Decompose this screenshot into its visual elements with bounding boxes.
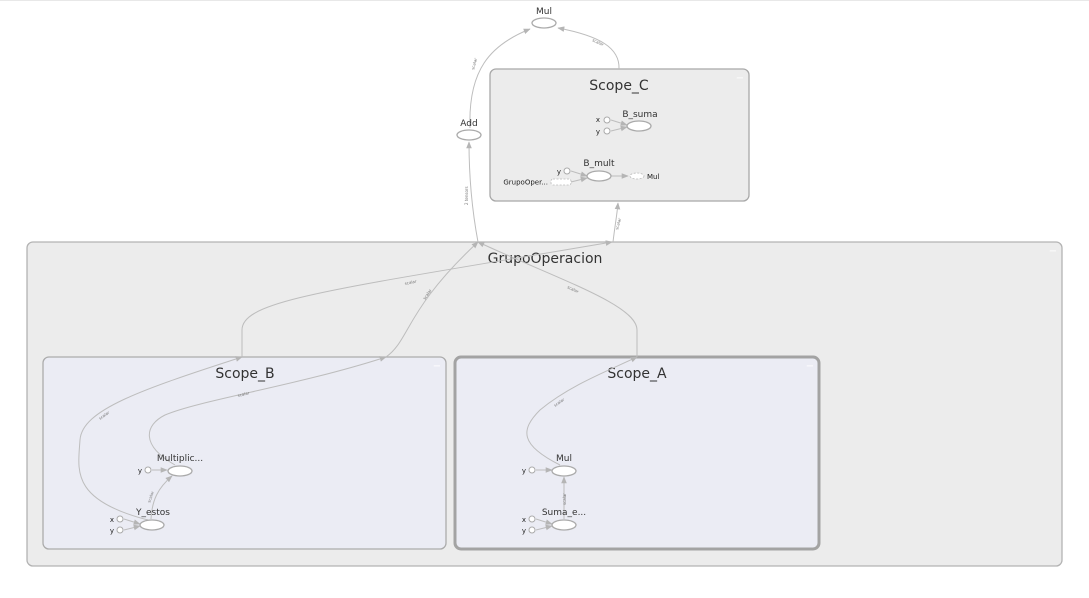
- node-mul-a[interactable]: Mul y: [522, 454, 577, 477]
- port-label: y: [557, 168, 561, 176]
- node-multiplic[interactable]: Multiplic... y: [138, 454, 203, 477]
- edge-label: scalar: [614, 217, 622, 230]
- input-port-y[interactable]: [116, 526, 124, 534]
- edge-label: scalar: [237, 390, 250, 398]
- edge-label: scalar: [470, 57, 478, 70]
- node-label: B_mult: [583, 159, 615, 169]
- external-output-label: Mul: [647, 173, 659, 181]
- node-label: Mul: [536, 7, 552, 17]
- edge-label: scalar: [562, 493, 567, 505]
- port-label: x: [110, 516, 114, 524]
- node-y-estos[interactable]: Y_estos x y: [110, 508, 170, 535]
- edge-label: scalar: [567, 284, 580, 294]
- node-label: B_suma: [622, 110, 657, 120]
- input-port-x[interactable]: [528, 515, 536, 523]
- edge-yestos-up: [78, 356, 243, 521]
- collapse-icon[interactable]: −: [433, 361, 441, 372]
- node-label: Suma_e...: [542, 508, 586, 518]
- edge-add-to-mul: [469, 28, 531, 129]
- edge-label: scalar: [98, 410, 111, 421]
- edge-scopeb-to-grupo-1: [241, 240, 613, 357]
- collapse-icon[interactable]: −: [736, 73, 744, 84]
- edge-yestos-to-multiplic: [150, 475, 173, 520]
- port-label: y: [522, 467, 526, 475]
- node-label: Mul: [556, 454, 572, 464]
- input-port-y[interactable]: [563, 167, 571, 175]
- scope-title: Scope_C: [589, 78, 649, 94]
- edges: scalar scalar 2 tensors scalar scalar sc…: [78, 26, 638, 531]
- edge-label: scalar: [404, 279, 417, 286]
- port-label: y: [596, 128, 600, 136]
- node-b-suma[interactable]: B_suma x y: [596, 110, 658, 136]
- collapse-icon[interactable]: −: [1049, 246, 1057, 257]
- port-label: x: [522, 516, 526, 524]
- node-b-mult[interactable]: B_mult y GrupoOper... Mul: [503, 159, 659, 187]
- node-mul-top[interactable]: Mul: [531, 7, 557, 29]
- edge-label: 2 tensors: [464, 186, 469, 205]
- edge-label: scalar: [422, 288, 433, 301]
- collapse-icon[interactable]: −: [806, 361, 814, 372]
- edge-mul-a-up: [526, 356, 638, 466]
- top-divider: [0, 0, 1089, 1]
- external-output-node[interactable]: [629, 172, 645, 180]
- edge-grupo-to-add: [466, 141, 479, 243]
- port-label: y: [110, 527, 114, 535]
- input-port-y[interactable]: [144, 466, 152, 474]
- node-suma-e[interactable]: Suma_e... x y: [522, 508, 586, 535]
- edge-label: scalar: [146, 490, 155, 503]
- edge-scopea-to-grupo: [477, 241, 638, 357]
- edge-multiplic-up: [148, 356, 387, 466]
- external-input-node[interactable]: [550, 178, 572, 186]
- edge-label: scalar: [553, 397, 566, 408]
- port-label: y: [138, 467, 142, 475]
- edge-grupo-to-scopec: [612, 202, 621, 243]
- scope-a[interactable]: Scope_A −: [453, 355, 821, 551]
- input-port-x[interactable]: [603, 116, 611, 124]
- node-label: Multiplic...: [157, 454, 203, 464]
- scope-title: Scope_B: [215, 366, 274, 382]
- edge-label: scalar: [592, 37, 605, 47]
- input-port-y[interactable]: [528, 526, 536, 534]
- node-label: Y_estos: [135, 508, 170, 518]
- input-port-y[interactable]: [603, 127, 611, 135]
- edge-scopeb-to-grupo-2: [385, 241, 479, 358]
- node-add[interactable]: Add: [456, 119, 482, 141]
- input-port-y[interactable]: [528, 466, 536, 474]
- input-port-x[interactable]: [116, 515, 124, 523]
- node-label: Add: [460, 119, 477, 129]
- scope-c[interactable]: Scope_C −: [489, 68, 750, 202]
- external-input-label: GrupoOper...: [503, 179, 548, 187]
- edge-scopec-to-mul: [557, 26, 620, 70]
- port-label: y: [522, 527, 526, 535]
- scope-title: Scope_A: [607, 366, 667, 382]
- port-label: x: [596, 116, 600, 124]
- scope-b[interactable]: Scope_B −: [42, 356, 447, 550]
- scope-title: GrupoOperacion: [488, 251, 603, 267]
